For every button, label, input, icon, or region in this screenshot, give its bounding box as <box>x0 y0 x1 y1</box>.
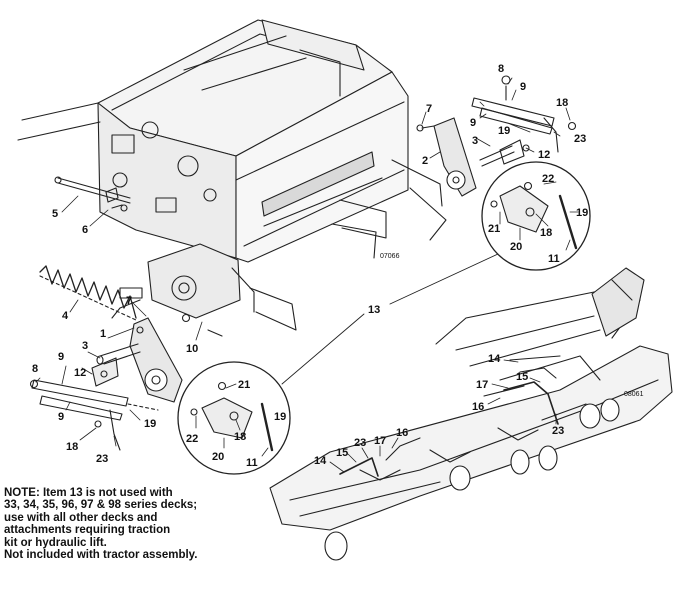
drawing-code-upper: 07066 <box>380 253 400 260</box>
callout-item-5: 5 <box>52 208 58 220</box>
detail-inset-lower <box>177 361 291 475</box>
note-line: NOTE: Item 13 is not used with <box>4 487 173 499</box>
callout-item-9: 9 <box>58 411 64 423</box>
callout-item-10: 10 <box>186 343 198 355</box>
drawing-code-lower: 08061 <box>624 391 644 398</box>
callout-item-23: 23 <box>552 425 564 437</box>
callout-item-9: 9 <box>58 351 64 363</box>
link-bar-lower <box>29 379 159 451</box>
callout-item-16: 16 <box>472 401 484 413</box>
callout-item-2: 2 <box>422 155 428 167</box>
callout-item-23: 23 <box>354 437 366 449</box>
callout-item-23: 23 <box>574 133 586 145</box>
callout-item-12: 12 <box>74 367 86 379</box>
lift-link-assembly <box>416 75 577 197</box>
callout-item-3: 3 <box>82 340 88 352</box>
callout-item-7: 7 <box>126 295 132 307</box>
bracket-item-12 <box>91 357 119 387</box>
lift-arm-item-1 <box>129 317 183 403</box>
callout-labels: 5 6 4 7 1 3 10 12 8 9 9 18 23 19 8 9 18 … <box>32 63 588 469</box>
callout-item-19: 19 <box>498 125 510 137</box>
note-text: NOTE: Item 13 is not used with 33, 34, 3… <box>4 487 254 561</box>
callout-item-19: 19 <box>576 207 588 219</box>
note-line: Not included with tractor assembly. <box>4 549 198 562</box>
callout-item-12: 12 <box>538 149 550 161</box>
note-line: 33, 34, 35, 96, 97 & 98 series decks; <box>4 499 198 512</box>
note-line: attachments requiring traction <box>4 524 171 537</box>
callout-item-8: 8 <box>32 363 38 375</box>
callout-item-18: 18 <box>66 441 78 453</box>
callout-item-18: 18 <box>556 97 568 109</box>
tractor-frame <box>17 19 447 337</box>
drawing-codes: 07066 08061 <box>380 253 644 398</box>
callout-item-17: 17 <box>374 435 386 447</box>
clip-item-6 <box>105 187 128 212</box>
callout-item-13: 13 <box>368 304 380 316</box>
callout-item-14: 14 <box>488 353 501 365</box>
note-line: use with all other decks and <box>4 511 158 524</box>
callout-item-3: 3 <box>472 135 478 147</box>
callout-item-15: 15 <box>516 371 528 383</box>
callout-item-23: 23 <box>96 453 108 465</box>
item-13-leader-lines <box>281 253 499 385</box>
callout-item-1: 1 <box>100 328 106 340</box>
spring-item-4 <box>39 265 137 321</box>
callout-item-20: 20 <box>212 451 224 463</box>
callout-item-22: 22 <box>186 433 198 445</box>
callout-item-11: 11 <box>548 253 560 265</box>
mower-deck <box>269 267 673 561</box>
callout-item-17: 17 <box>476 379 488 391</box>
pivot-rod-item-3 <box>96 343 141 365</box>
note-line: kit or hydraulic lift. <box>4 536 107 549</box>
pin-item-5 <box>54 176 131 204</box>
callout-item-15: 15 <box>336 447 348 459</box>
callout-item-11: 11 <box>246 457 258 469</box>
callout-item-7: 7 <box>426 103 432 115</box>
callout-item-9: 9 <box>470 117 476 129</box>
callout-item-8: 8 <box>498 63 504 75</box>
callout-item-21: 21 <box>488 223 500 235</box>
callout-item-16: 16 <box>396 427 408 439</box>
callout-item-22: 22 <box>542 173 554 185</box>
detail-inset-upper <box>481 161 591 271</box>
callout-item-4: 4 <box>62 310 69 322</box>
callout-item-20: 20 <box>510 241 522 253</box>
callout-item-18: 18 <box>540 227 552 239</box>
callout-item-19: 19 <box>144 418 156 430</box>
callout-item-6: 6 <box>82 224 88 236</box>
callout-item-9: 9 <box>520 81 526 93</box>
callout-item-14: 14 <box>314 455 327 467</box>
callout-item-21: 21 <box>238 379 250 391</box>
callout-item-18: 18 <box>234 431 246 443</box>
callout-item-19: 19 <box>274 411 286 423</box>
